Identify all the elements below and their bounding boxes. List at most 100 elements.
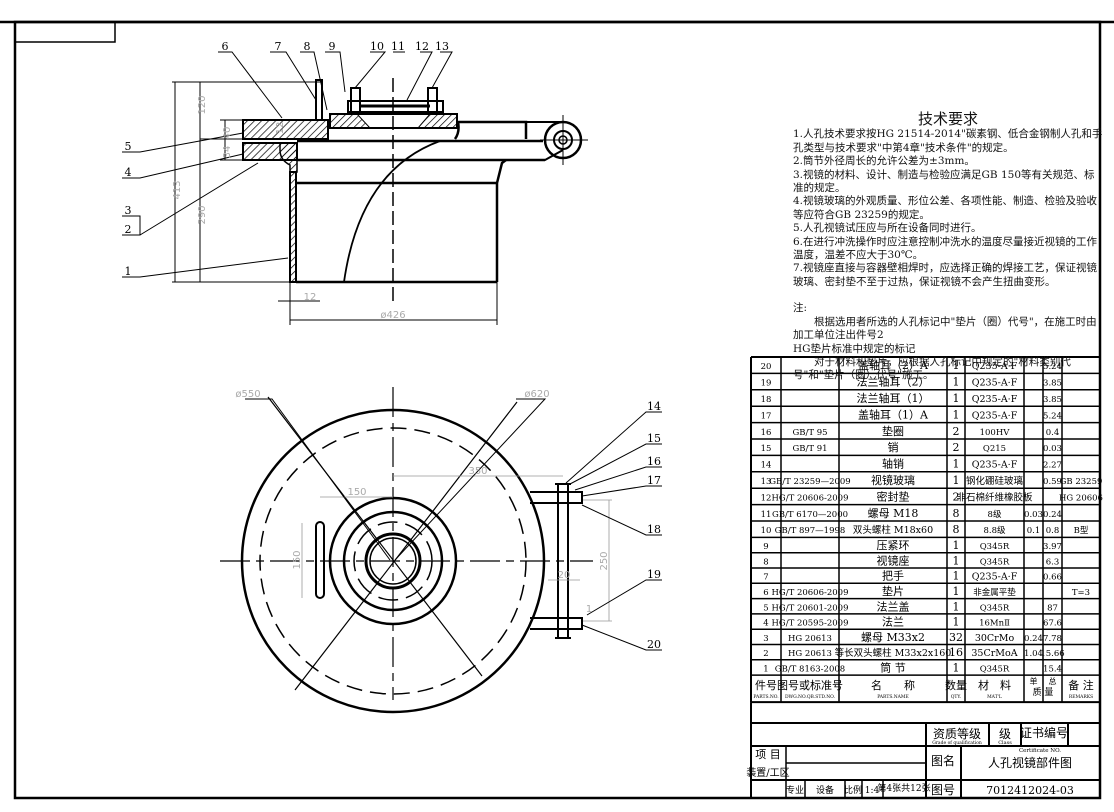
cell-mat: Q235-A·F	[972, 410, 1018, 421]
cell-unit: 0.24	[1024, 634, 1043, 644]
cell-mat: 30CrMo	[975, 633, 1015, 644]
title-block-drawing-no: 7012412024-03	[986, 784, 1074, 797]
part-leader-label: 20	[647, 638, 661, 651]
cell-no: 2	[763, 649, 768, 659]
dimension-label: 150	[347, 487, 366, 498]
cell-name: 等长双头螺柱 M33x2x160	[835, 647, 952, 659]
cell-name: 法兰	[882, 615, 904, 629]
cell-remark: T=3	[1072, 588, 1090, 598]
cell-mat: 16MnⅡ	[979, 619, 1010, 629]
cell-std: GB/T 95	[792, 428, 827, 438]
part-leader-label: 12	[415, 40, 429, 53]
cell-no: 7	[763, 573, 768, 583]
cell-no: 4	[763, 619, 768, 629]
part-leader-label: 10	[370, 40, 384, 53]
cell-qty: 1	[953, 408, 960, 421]
cell-no: 1	[763, 664, 768, 674]
cell-mat: 8级	[988, 509, 1002, 520]
part-leader-label: 8	[304, 40, 311, 53]
cell-mat: Q235-A·F	[972, 361, 1018, 372]
cell-no: 3	[763, 634, 768, 644]
cell-no: 13	[761, 477, 772, 487]
cell-qty: 1	[953, 392, 960, 405]
requirements-title: 技术要求	[917, 110, 978, 128]
cell-name: 压紧环	[877, 539, 910, 552]
title-block-scale: 1:4	[865, 786, 880, 796]
cell-total: 0.8	[1046, 526, 1060, 536]
header-unit-mass: 单	[1030, 676, 1038, 686]
dimension-label: 12	[304, 292, 317, 303]
plan-view	[220, 387, 662, 714]
cell-std: GB/T 8163-2008	[775, 664, 845, 674]
cell-no: 14	[761, 461, 772, 471]
part-leader-label: 17	[647, 474, 661, 487]
note-label: 注:	[793, 302, 808, 315]
header-name: 名 称	[871, 678, 915, 692]
note-line: 对于材料和垫片，应根据人孔标记中规定的"材料类别代号"和"垫片（圈）代号"施工。	[793, 355, 1071, 382]
cell-total: 7.78	[1043, 634, 1062, 644]
title-block-drawing-no-label: 图号	[931, 783, 955, 797]
part-leader-label: 16	[647, 455, 661, 468]
cell-no: 15	[761, 444, 772, 454]
cell-qty: 1	[953, 600, 960, 613]
part-leader-label: 11	[391, 40, 405, 53]
cell-std: GB/T 91	[792, 444, 827, 454]
part-leader-label: 14	[647, 400, 661, 413]
header-qty: 数量	[945, 679, 967, 692]
cell-name: 螺母 M18	[868, 507, 919, 520]
part-leader-label: 9	[329, 40, 336, 53]
cell-qty: 1	[953, 585, 960, 598]
header-remark: 备 注	[1068, 678, 1094, 692]
cell-std: HG/T 20606-2009	[772, 588, 849, 598]
cell-no: 16	[761, 428, 772, 438]
cell-mat: Q235-A·F	[972, 394, 1018, 405]
title-block-class-en: Class	[998, 740, 1012, 746]
cell-name: 视镜玻璃	[871, 473, 915, 487]
cell-mat: Q215	[983, 444, 1006, 454]
cell-no: 8	[763, 557, 768, 567]
cell-mat: 35CrMoA	[971, 648, 1017, 659]
cell-unit: 0.03	[1024, 510, 1043, 520]
header-mat: 材 料	[978, 678, 1011, 692]
header-no-en: PARTS.NO.	[753, 694, 779, 700]
part-leader-label: 13	[435, 40, 449, 53]
cell-no: 19	[761, 379, 772, 389]
header-std-en: DWG.NO.QB.STD.NO.	[785, 694, 836, 700]
cell-qty: 2	[953, 425, 960, 438]
cell-total: 15.66	[1040, 649, 1064, 659]
dimension-label: 413	[172, 180, 183, 199]
cell-no: 11	[761, 510, 772, 520]
cell-std: HG 20613	[788, 649, 832, 659]
cell-std: HG/T 20606-2009	[772, 493, 849, 503]
cell-no: 6	[763, 588, 768, 598]
cell-std: GB/T 23259—2009	[769, 477, 850, 487]
note-line: 根据选用者所选的人孔标记中"垫片（圈）代号"，在施工时由加工单位注出件号2	[793, 315, 1097, 342]
cell-qty: 2	[953, 441, 960, 454]
cell-mat: Q345R	[980, 557, 1010, 567]
cell-qty: 8	[953, 523, 960, 536]
cell-mat: 100HV	[980, 428, 1011, 438]
cell-qty: 1	[953, 616, 960, 629]
cell-name: 盖轴耳（1）A	[858, 407, 929, 421]
cell-name: 螺母 M33x2	[861, 631, 925, 644]
cell-qty: 2	[953, 490, 960, 503]
cell-total: 3.85	[1043, 395, 1062, 405]
cell-remark: GB 23259	[1060, 477, 1103, 487]
dimension-label: ø550	[235, 389, 260, 400]
cell-mat: 非金属平垫	[973, 587, 1016, 598]
requirement-item: 4.视镜玻璃的外观质量、形位公差、各项性能、制造、检验及验收等应符合GB 232…	[793, 195, 1098, 221]
cell-mat: 非石棉纤维橡胶板	[956, 491, 1033, 503]
cell-no: 17	[761, 411, 772, 421]
